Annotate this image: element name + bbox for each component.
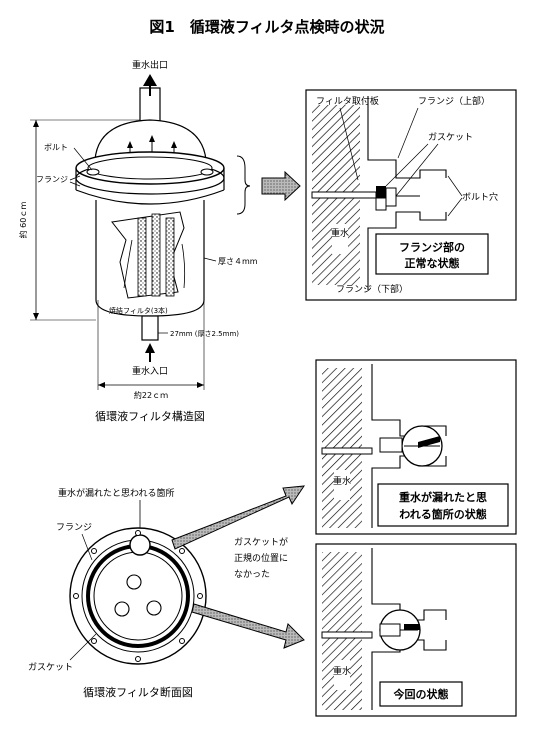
leak-state-panel: 重水 重水が漏れたと思 われる箇所の状態: [315, 359, 517, 535]
filter-element-3: [165, 217, 175, 297]
current-gasket-position: [404, 624, 420, 630]
flange-label: フランジ: [36, 175, 68, 184]
inlet-pipe: [141, 315, 159, 341]
filter-cross-section: 重水が漏れたと思われる箇所 フランジ ガスケット 循環液フィルタ断面図: [28, 487, 207, 699]
cross-section-caption: 循環液フィルタ断面図: [83, 685, 193, 699]
filter-hole-2: [114, 601, 130, 617]
bolt-head-right: [200, 168, 214, 176]
leak-point-label: 重水が漏れたと思われる箇所: [58, 487, 175, 499]
note-line3: なかった: [234, 569, 270, 580]
filter-element-1: [137, 217, 147, 297]
arrow-to-normal-icon: [261, 170, 301, 202]
heavy-water-label-current: 重水: [333, 665, 351, 677]
thickness-label: 厚さ４mm: [218, 257, 258, 266]
leak-status-line1: 重水が漏れたと思: [399, 490, 487, 504]
bolt-hole-label: ボルト穴: [462, 191, 498, 203]
leak-point-circle: [129, 534, 151, 556]
filter-hole-3: [146, 600, 162, 616]
gasket-label-normal: ガスケット: [428, 132, 473, 143]
heavy-water-box-leak: [334, 470, 350, 500]
leak-status-line2: われる箇所の状態: [399, 507, 486, 521]
width-label: 約22ｃｍ: [134, 390, 168, 400]
flange-upper-label: フランジ（上部）: [418, 95, 490, 107]
filter-hole-1: [126, 574, 142, 590]
leak-gasket-misplaced: [418, 436, 440, 448]
current-state-panel: 重水 今回の状態: [315, 543, 517, 717]
leak-status-box: [377, 483, 509, 527]
gasket-upper: [376, 186, 386, 198]
detail-bracket: [236, 155, 251, 215]
bolt-head-left: [86, 168, 100, 176]
heavy-water-box-normal: [332, 224, 348, 254]
arrow-to-current-icon: [191, 603, 305, 649]
bolt-label: ボルト: [44, 143, 68, 152]
filter-structure-diagram: 重水出口 重水入口 ボルト: [18, 59, 258, 423]
flange-bolt-holes: [73, 530, 203, 662]
filter-element-label: 焼結フィルタ(3本): [109, 306, 168, 315]
note-line2: 正規の位置に: [234, 552, 288, 564]
cross-flange-label: フランジ: [56, 522, 92, 533]
current-status-label: 今回の状態: [393, 687, 449, 701]
normal-flange-panel: フィルタ取付板 フランジ（上部） ガスケット ボルト穴 重水 フランジ部の 正常…: [305, 89, 517, 301]
heavy-water-label-normal: 重水: [331, 227, 349, 239]
filter-element-2: [151, 213, 161, 297]
current-status-box: [379, 681, 463, 707]
heavy-water-label-leak: 重水: [333, 475, 351, 487]
pipe-size-label: 27mm (厚さ2.5mm): [170, 330, 239, 338]
arrow-to-leak-icon: [171, 485, 305, 550]
plate-label: フィルタ取付板: [316, 95, 379, 107]
outlet-label: 重水出口: [132, 59, 168, 71]
inlet-arrow-icon: [145, 343, 155, 353]
inlet-label: 重水入口: [132, 365, 168, 377]
outlet-arrow-icon: [143, 74, 157, 86]
height-label: 約 60ｃｍ: [18, 202, 28, 239]
normal-status-box: [375, 233, 489, 275]
note-line1: ガスケットが: [234, 536, 288, 548]
heavy-water-box-current: [334, 660, 350, 690]
flange-lower-label: フランジ（下部）: [336, 283, 408, 295]
normal-status-line1: フランジ部の: [399, 240, 465, 254]
structure-caption: 循環液フィルタ構造図: [95, 409, 205, 423]
normal-status-line2: 正常な状態: [405, 256, 460, 270]
cross-gasket-label: ガスケット: [28, 662, 73, 673]
figure-title: 図1 循環液フィルタ点検時の状況: [149, 18, 384, 36]
